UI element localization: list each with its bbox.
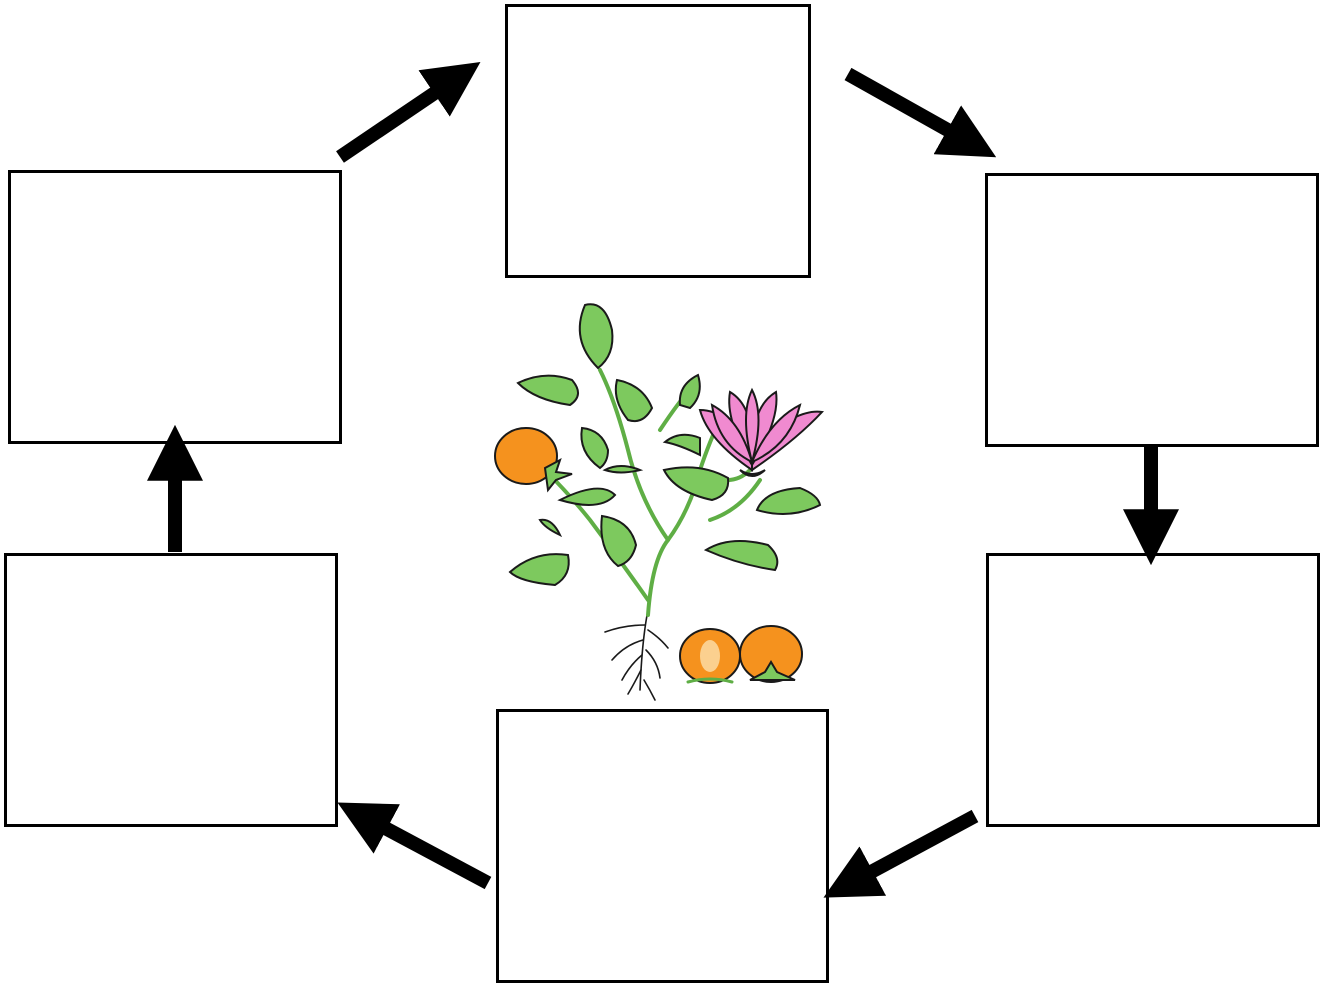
leaves (508, 303, 822, 587)
stage-box-right-upper[interactable] (985, 173, 1319, 447)
fruits (494, 427, 803, 684)
arrow-top-to-right-upper (844, 67, 997, 158)
arrow-right-lower-to-bottom (823, 809, 979, 898)
stage-box-left-upper[interactable] (8, 170, 342, 444)
roots (604, 609, 669, 701)
stage-box-bottom[interactable] (496, 709, 829, 983)
arrow-bottom-to-left-lower (337, 802, 492, 890)
stage-box-top[interactable] (505, 4, 811, 278)
flower (698, 387, 825, 477)
arrow-left-upper-to-top (336, 62, 481, 163)
stage-box-right-lower[interactable] (986, 553, 1320, 827)
flower-bud (678, 373, 701, 410)
stage-box-left-lower[interactable] (4, 553, 338, 827)
